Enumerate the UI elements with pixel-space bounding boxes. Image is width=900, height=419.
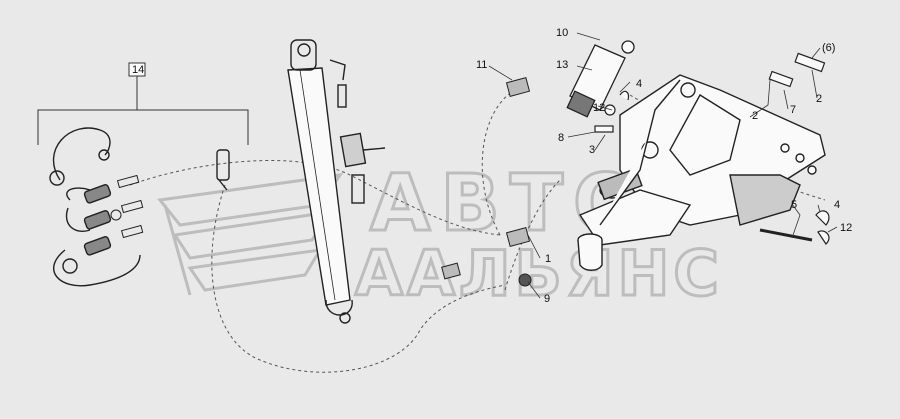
callout-1: 1 xyxy=(545,253,551,265)
leader-lines xyxy=(488,32,838,299)
callout-10: 10 xyxy=(556,27,568,39)
watermark-line2: ААЛЬЯНС xyxy=(355,237,723,310)
callout-4a: 4 xyxy=(636,78,642,90)
hydraulic-couplings xyxy=(49,127,230,287)
callout-11: 11 xyxy=(476,59,487,71)
pins-and-clips xyxy=(594,52,830,245)
callout-2a: 2 xyxy=(752,110,758,122)
callout-4b: 4 xyxy=(834,199,840,211)
callout-labels: 14 11 10 13 4 12 8 3 (6) 2 7 2 5 4 12 1 … xyxy=(132,27,852,305)
callout-5: 5 xyxy=(791,199,797,211)
callout-9: 9 xyxy=(544,293,550,305)
callout-6: (6) xyxy=(822,42,835,54)
callout-8: 8 xyxy=(558,132,564,144)
watermark: АВТО ААЛЬЯНС xyxy=(157,158,723,312)
callout-14: 14 xyxy=(132,64,144,76)
callout-12a: 12 xyxy=(593,102,605,114)
hose-line-upper xyxy=(129,160,501,236)
small-fittings xyxy=(441,77,532,287)
callout-3: 3 xyxy=(589,144,595,156)
small-cylinder xyxy=(566,40,635,118)
callout-13: 13 xyxy=(556,59,568,71)
loader-bracket xyxy=(577,74,826,271)
hydraulic-cylinder xyxy=(287,39,386,324)
group-14-bracket xyxy=(37,62,249,145)
callout-2b: 2 xyxy=(816,93,822,105)
callout-12b: 12 xyxy=(840,222,852,234)
callout-7: 7 xyxy=(790,104,796,116)
